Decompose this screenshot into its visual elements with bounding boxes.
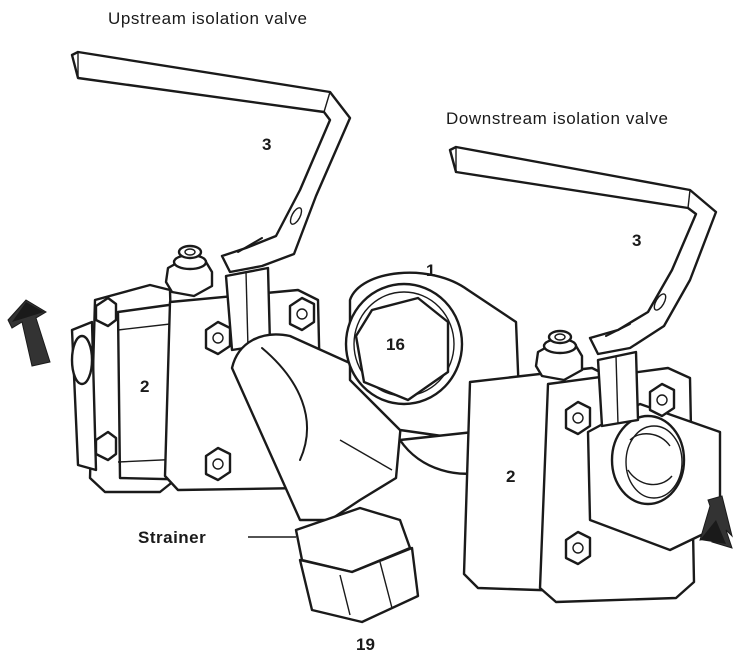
part-3-right-label: 3	[632, 231, 641, 250]
bolt	[564, 400, 592, 436]
inlet-flow-arrow	[7, 299, 51, 367]
gland-nut	[164, 244, 214, 298]
upstream-valve-handle[interactable]	[70, 50, 352, 274]
outlet-flow-arrow	[699, 495, 733, 549]
bolt	[204, 446, 232, 482]
downstream-valve-handle[interactable]	[448, 145, 718, 356]
strainer-cap	[294, 506, 420, 624]
downstream-valve-label: Downstream isolation valve	[446, 109, 669, 128]
part-2-left-label: 2	[140, 377, 149, 396]
bolt	[648, 382, 676, 418]
part-16-label: 16	[386, 335, 405, 354]
bolt	[204, 320, 232, 356]
gland-nut	[534, 329, 584, 382]
part-2-right-label: 2	[506, 467, 515, 486]
part-3-left-label: 3	[262, 135, 271, 154]
part-1-label: 1	[426, 261, 435, 280]
bolt	[564, 530, 592, 566]
hex-plug	[354, 296, 450, 402]
part-19-label: 19	[356, 635, 375, 654]
bolt	[94, 430, 118, 462]
bolt	[94, 296, 118, 328]
bolt	[288, 296, 316, 332]
upstream-valve-label: Upstream isolation valve	[108, 9, 308, 28]
strainer-label: Strainer	[138, 528, 206, 547]
